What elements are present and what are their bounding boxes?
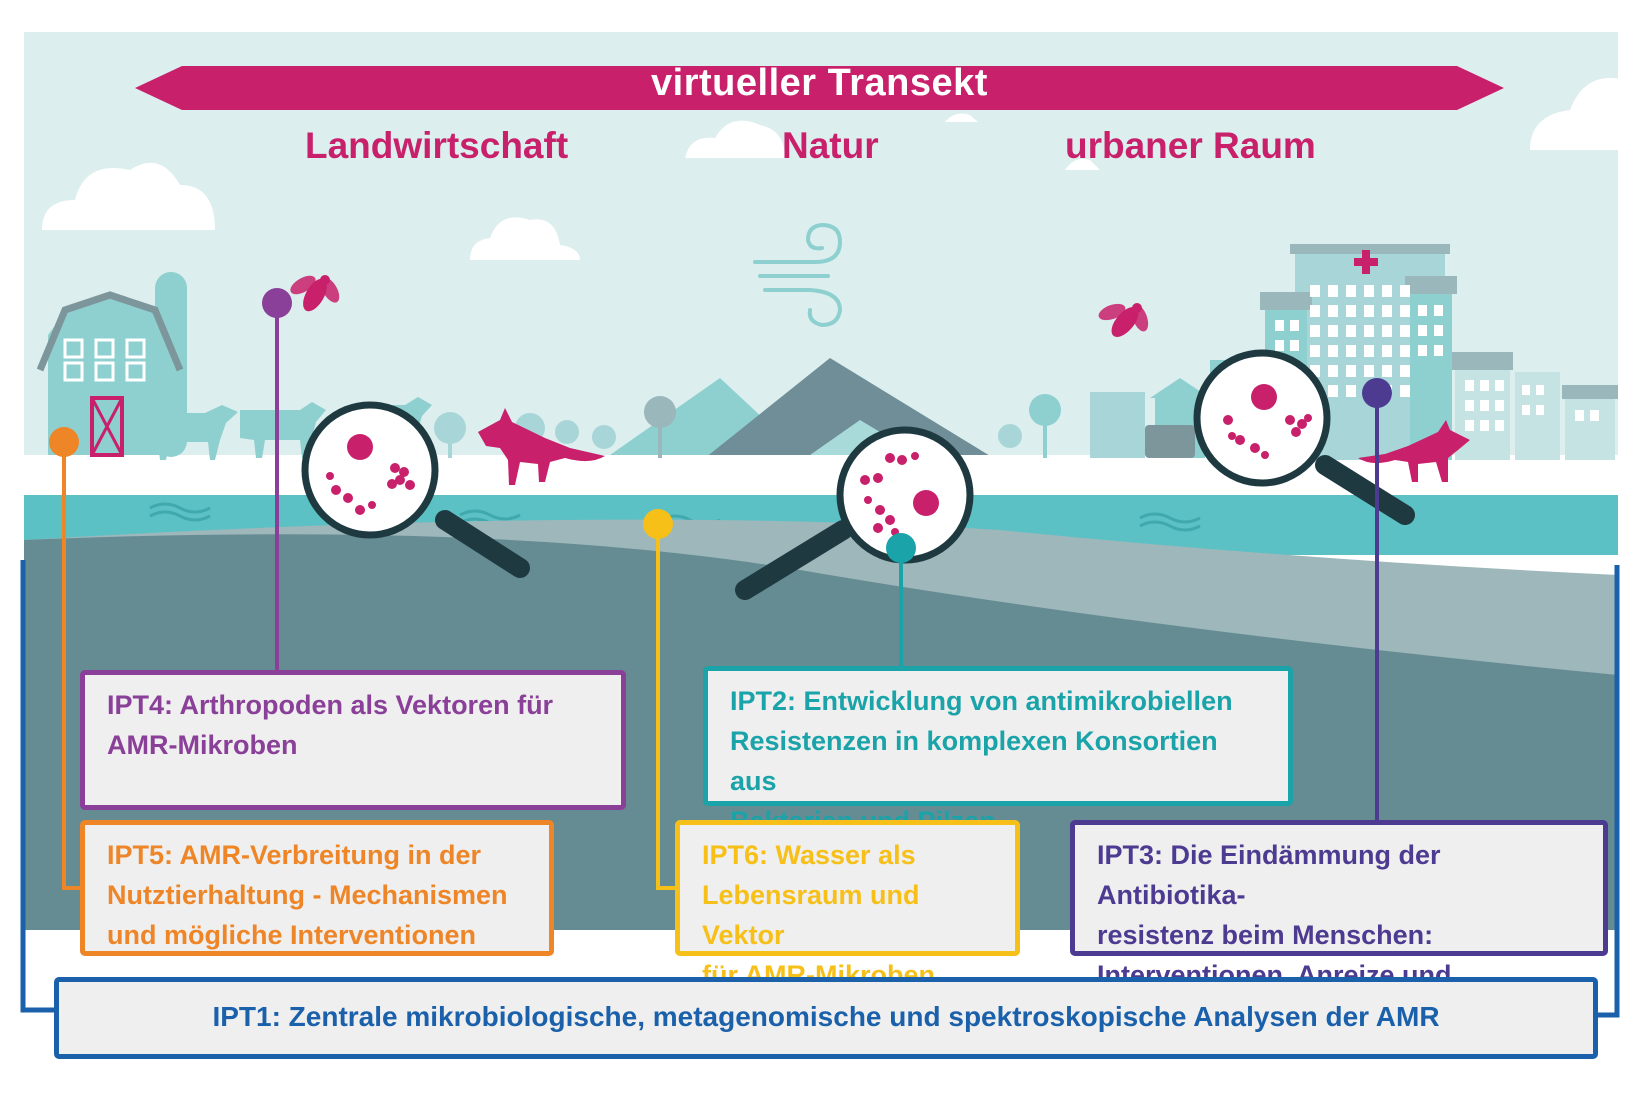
magnifier-icon [1193, 349, 1415, 525]
microbe-icon [860, 452, 939, 536]
ipt6-box: IPT6: Wasser als Lebensraum und Vektor f… [675, 820, 1020, 990]
microbe-icon [1223, 384, 1312, 459]
magnifier-icon [301, 401, 530, 578]
cloud-icon [42, 78, 1625, 260]
microbe-icon [326, 434, 415, 515]
ipt2-box: IPT2: Entwicklung von antimikrobiellen R… [703, 666, 1293, 836]
ipt6-connector [643, 509, 675, 890]
region-agriculture: Landwirtschaft [305, 125, 569, 166]
ipt3-connector [1362, 378, 1392, 820]
ipt1-bracket [20, 560, 1620, 1018]
wind-icon [753, 222, 843, 328]
ipt4-connector [262, 288, 292, 670]
fly-icon [290, 275, 340, 312]
transect-title: virtueller Transekt [651, 62, 988, 104]
ipt3-box: IPT3: Die Eindämmung der Antibiotika- re… [1070, 820, 1608, 1030]
magnifier-icon [735, 426, 974, 600]
fox-icon [1358, 420, 1470, 482]
building-icon [1090, 378, 1210, 458]
tree-icon [434, 394, 1061, 458]
barn-icon [36, 272, 187, 457]
region-urban: urbaner Raum [1065, 125, 1316, 166]
region-nature: Natur [782, 125, 879, 166]
fox-icon [478, 408, 605, 485]
ipt5-connector [49, 427, 80, 890]
transect-arrow [135, 66, 1504, 110]
fly-icon [1098, 303, 1149, 337]
ipt5-box: IPT5: AMR-Verbreitung in der Nutztierhal… [80, 820, 554, 956]
ipt2-connector [886, 533, 916, 666]
ipt1-box: IPT1: Zentrale mikrobiologische, metagen… [54, 977, 1598, 1059]
ipt4-box: IPT4: Arthropoden als Vektoren für AMR-M… [80, 670, 626, 810]
